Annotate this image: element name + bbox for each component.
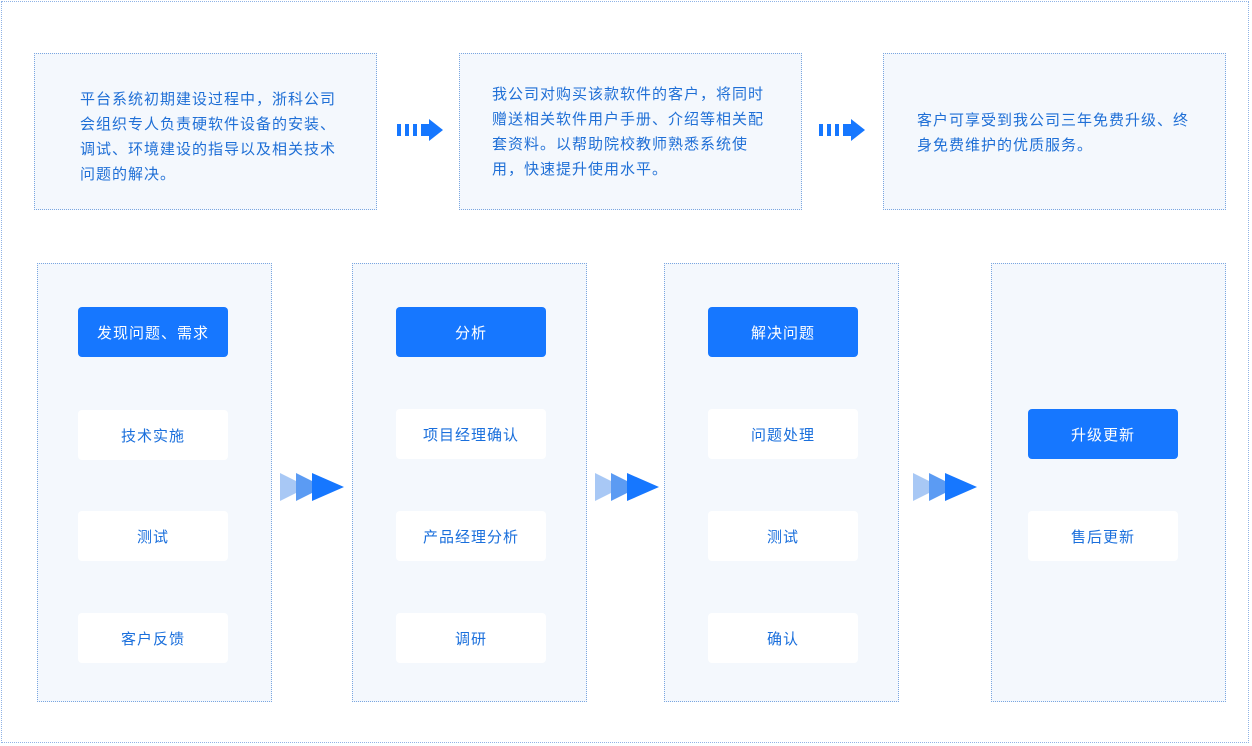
- small-arrow-icon-2: [819, 119, 865, 141]
- description-box-3: 客户可享受到我公司三年免费升级、终身免费维护的优质服务。: [883, 53, 1226, 210]
- stage-item: 测试: [708, 511, 858, 561]
- stage-item: 技术实施: [78, 410, 228, 460]
- stage-column-4: 升级更新 售后更新: [991, 263, 1226, 702]
- stage-header-1: 发现问题、需求: [78, 307, 228, 357]
- stage-item: 问题处理: [708, 409, 858, 459]
- description-box-2: 我公司对购买该款软件的客户，将同时赠送相关软件用户手册、介绍等相关配套资料。以帮…: [459, 53, 802, 210]
- stage-item: 测试: [78, 511, 228, 561]
- stage-header-2: 分析: [396, 307, 546, 357]
- description-text-3: 客户可享受到我公司三年免费升级、终身免费维护的优质服务。: [917, 111, 1190, 154]
- triple-chevron-arrow-icon-3: [913, 473, 977, 501]
- description-text-2: 我公司对购买该款软件的客户，将同时赠送相关软件用户手册、介绍等相关配套资料。以帮…: [492, 85, 765, 178]
- stage-column-3: 解决问题 问题处理 测试 确认: [664, 263, 899, 702]
- stage-item: 客户反馈: [78, 613, 228, 663]
- stage-column-1: 发现问题、需求 技术实施 测试 客户反馈: [37, 263, 272, 702]
- triple-chevron-arrow-icon-1: [280, 473, 344, 501]
- description-text-1: 平台系统初期建设过程中，浙科公司会组织专人负责硬软件设备的安装、调试、环境建设的…: [80, 90, 337, 183]
- description-box-1: 平台系统初期建设过程中，浙科公司会组织专人负责硬软件设备的安装、调试、环境建设的…: [34, 53, 377, 210]
- stage-item: 项目经理确认: [396, 409, 546, 459]
- stage-item: 售后更新: [1028, 511, 1178, 561]
- small-arrow-icon-1: [397, 119, 443, 141]
- stage-item: 确认: [708, 613, 858, 663]
- stage-header-4: 升级更新: [1028, 409, 1178, 459]
- stage-item: 产品经理分析: [396, 511, 546, 561]
- stage-item: 调研: [396, 613, 546, 663]
- stage-header-3: 解决问题: [708, 307, 858, 357]
- triple-chevron-arrow-icon-2: [595, 473, 659, 501]
- stage-column-2: 分析 项目经理确认 产品经理分析 调研: [352, 263, 587, 702]
